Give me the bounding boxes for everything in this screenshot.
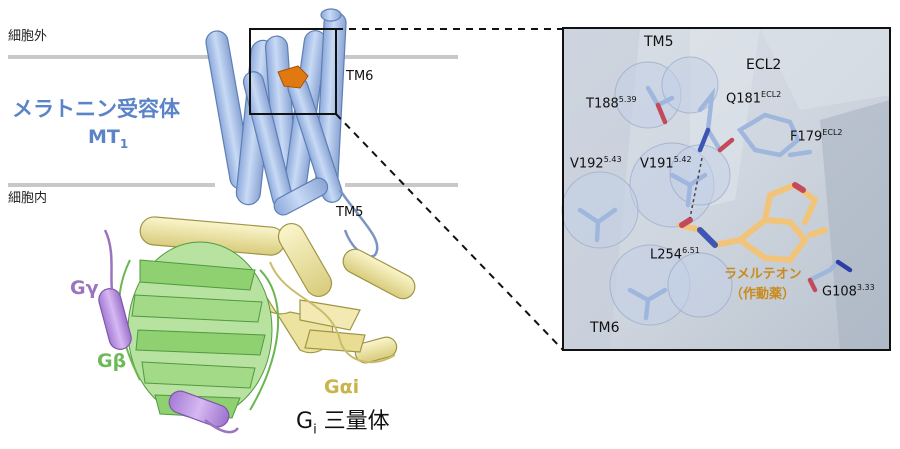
inset-ecl2-label: ECL2 (746, 57, 782, 73)
hydrogen-bond (689, 157, 703, 219)
extracellular-label: 細胞外 (8, 29, 48, 44)
zoom-box (249, 28, 337, 115)
residue-v191: V1915.42 (640, 155, 692, 172)
receptor-name: メラトニン受容体 (12, 97, 180, 121)
ligand-role-label: （作動薬） (730, 287, 796, 302)
residue-l254: L2546.51 (650, 246, 700, 263)
g-gamma-helix-2 (168, 390, 230, 428)
ligand-name-label: ラメルテオン (724, 267, 802, 282)
inset-tm5-label: TM5 (644, 34, 674, 50)
g-beta-structure (127, 241, 273, 419)
g-gamma-tail (103, 229, 239, 434)
ligand-o-atom (679, 217, 693, 228)
g-alpha-label: Gαi (324, 376, 360, 398)
residue-v192: V1925.43 (570, 155, 622, 172)
g-alpha-structure (139, 216, 416, 364)
overview-tm6-label: TM6 (346, 69, 374, 84)
inset-residue-sticks (577, 85, 853, 321)
ligand-overview (277, 65, 309, 89)
receptor-short-name: MT1 (88, 126, 129, 151)
inset-spheres (561, 56, 733, 326)
residue-q181: Q181ECL2 (726, 90, 782, 107)
g-alpha-loops (269, 261, 396, 364)
intracellular-label: 細胞内 (8, 191, 48, 206)
receptor-loop (338, 189, 379, 258)
g-beta-label: Gβ (97, 350, 127, 372)
inset-tm6-label: TM6 (590, 320, 620, 336)
g-gamma-helix-1 (98, 288, 132, 350)
residue-g108: G1083.33 (822, 283, 875, 300)
gi-subscript: i (313, 422, 317, 438)
gi-trimer-label: Gi 三量体 (296, 409, 390, 438)
inset-frame (562, 27, 891, 351)
residue-f179: F179ECL2 (790, 128, 843, 145)
ligand-o-ring (792, 182, 806, 193)
zoom-connector-bottom (335, 113, 564, 351)
receptor-subscript: 1 (119, 136, 129, 151)
g-gamma-label: Gγ (70, 277, 99, 299)
receptor-helices (205, 8, 347, 216)
overview-tm5-label: TM5 (336, 205, 364, 220)
residue-t188: T1885.39 (586, 95, 637, 112)
ligand-n-atom (697, 227, 718, 248)
